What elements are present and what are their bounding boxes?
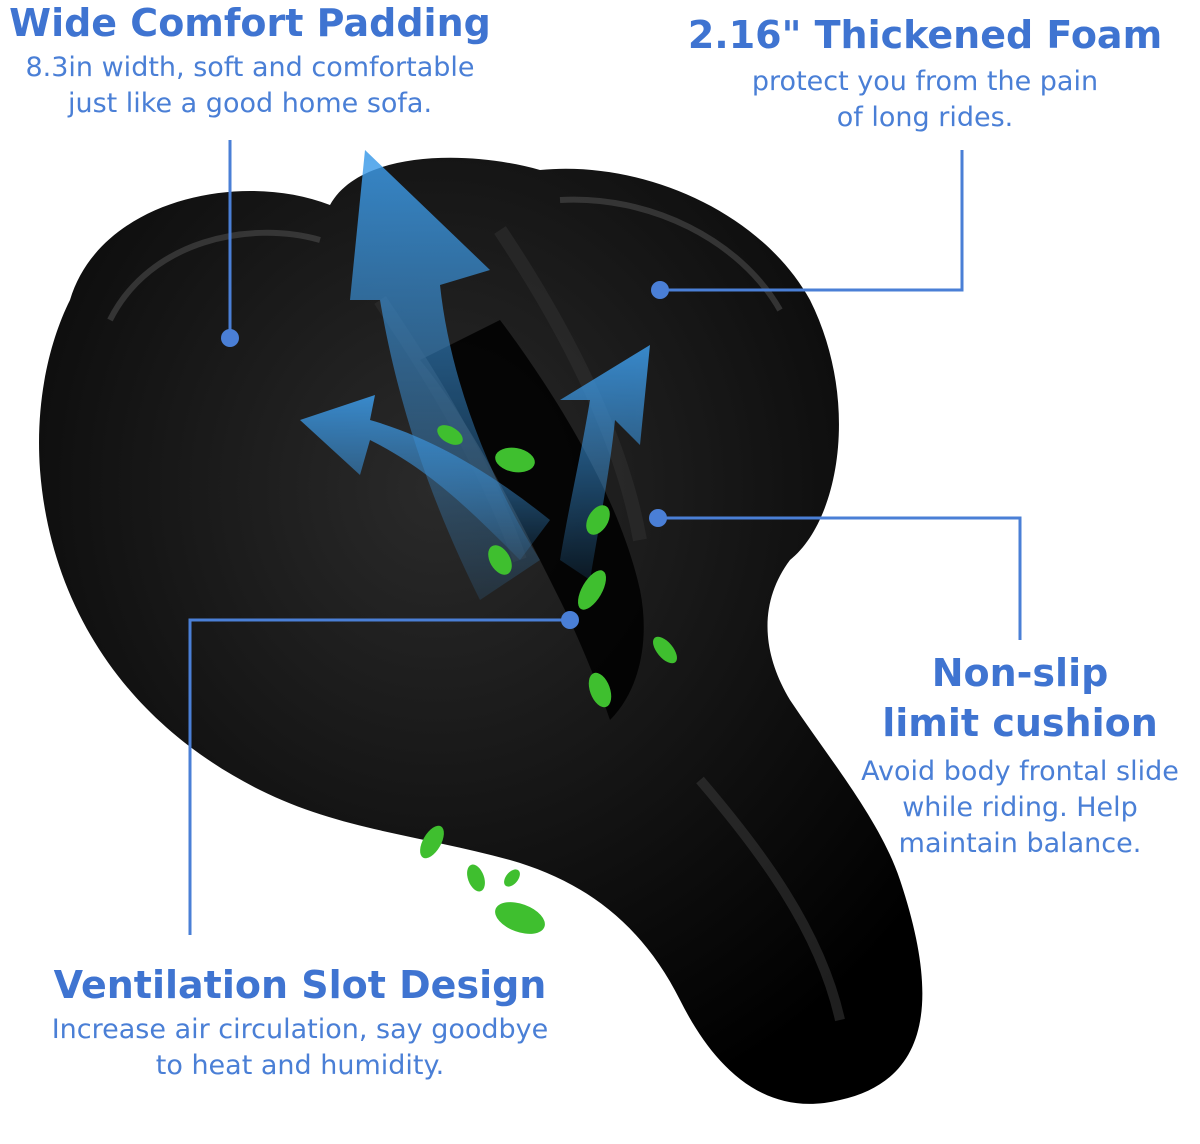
- leaf-icon: [420, 425, 677, 934]
- feature-desc-line-1: 8.3in width, soft and comfortable: [25, 52, 475, 83]
- feature-desc-line-1: Increase air circulation, say goodbye: [51, 1014, 549, 1045]
- feature-title: Ventilation Slot Design: [53, 963, 547, 1007]
- callout-lines: [188, 140, 1022, 935]
- feature-desc-line-3: maintain balance.: [898, 828, 1142, 859]
- airflow-arrows-icon: [300, 150, 650, 600]
- feature-desc-line-2: just like a good home sofa.: [67, 88, 433, 119]
- feature-thick-foam: 2.16" Thickened Foam protect you from th…: [660, 12, 1190, 136]
- saddle-body: [39, 157, 923, 1104]
- feature-desc-line-1: Avoid body frontal slide: [861, 756, 1179, 787]
- feature-desc-line-2: to heat and humidity.: [155, 1050, 445, 1081]
- feature-title-line-2: limit cushion: [882, 701, 1158, 745]
- callout-dots: [221, 281, 669, 629]
- feature-title-line-1: Non-slip: [931, 651, 1109, 695]
- feature-non-slip: Non-slip limit cushion Avoid body fronta…: [840, 648, 1200, 862]
- feature-title: 2.16" Thickened Foam: [687, 13, 1163, 57]
- feature-ventilation: Ventilation Slot Design Increase air cir…: [10, 962, 590, 1084]
- feature-desc-line-2: of long rides.: [836, 102, 1014, 133]
- feature-desc-line-1: protect you from the pain: [751, 66, 1099, 97]
- feature-title: Wide Comfort Padding: [9, 1, 491, 45]
- feature-desc-line-2: while riding. Help: [902, 792, 1138, 823]
- feature-wide-padding: Wide Comfort Padding 8.3in width, soft a…: [0, 0, 500, 122]
